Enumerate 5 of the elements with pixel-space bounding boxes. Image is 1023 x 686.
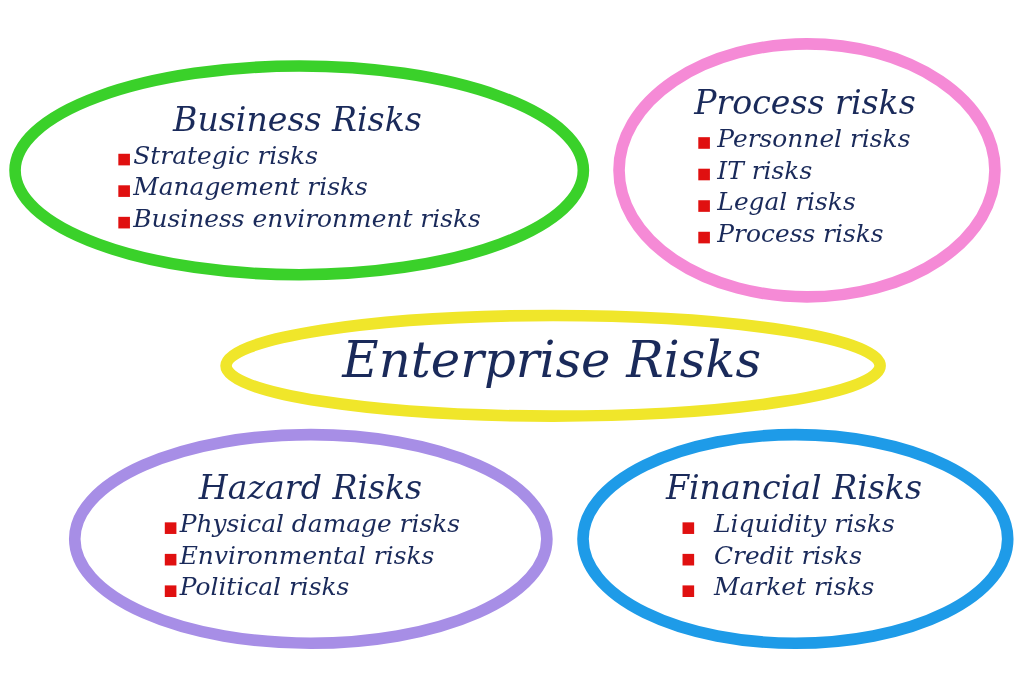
node-ellipse: Enterprise Risks — [220, 309, 886, 422]
node-ellipse: Business Risks Strategic risks Management risks Business environment risks — [9, 59, 590, 280]
node-ellipse: Hazard Risks Physical damage risks Environmental risks Political risks — [68, 428, 553, 649]
node-ellipse: Process risks Personnel risks IT risks Legal risks Process risks — [613, 37, 1001, 303]
node-ellipse: Financial Risks Liquidity risks Credit risks Market risks — [577, 428, 1014, 649]
